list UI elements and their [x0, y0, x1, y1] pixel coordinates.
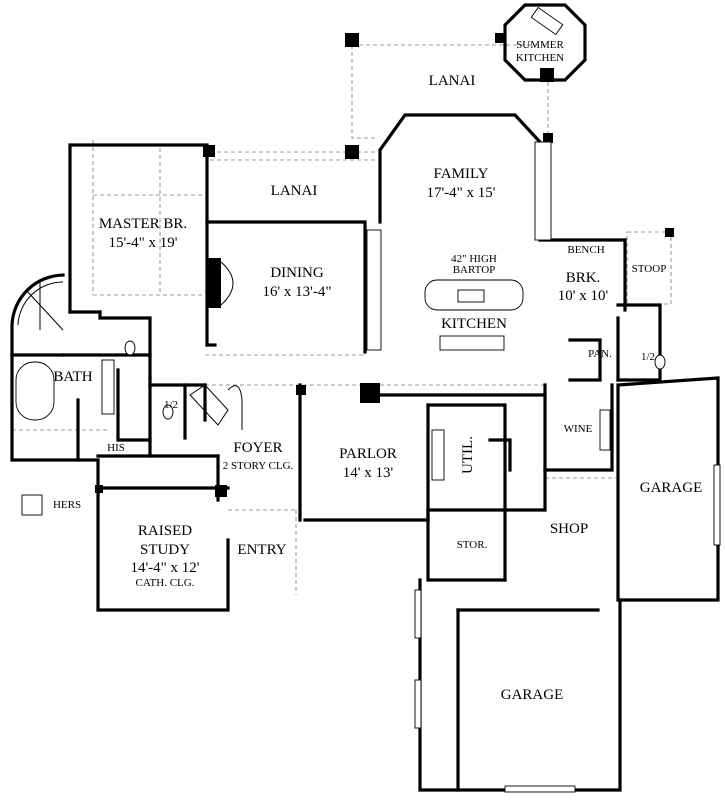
pantry-label: PAN. [588, 348, 612, 360]
hers-closet-label: HERS [53, 499, 81, 511]
foyer-label: FOYER [233, 440, 282, 456]
bath-label: BATH [53, 369, 92, 385]
lanai-top-label: LANAI [429, 73, 476, 89]
bay-window [10, 273, 65, 357]
dining-dimensions: 16' x 13'-4" [262, 284, 331, 300]
posts [95, 33, 674, 497]
parlor-dimensions: 14' x 13' [343, 465, 394, 481]
bartop-label-2: BARTOP [453, 264, 496, 276]
fixtures [15, 141, 721, 793]
shop-label: SHOP [550, 521, 588, 537]
wine-label: WINE [564, 423, 593, 435]
bench-label: BENCH [567, 244, 604, 256]
breakfast-dimensions: 10' x 10' [558, 288, 609, 304]
summer-kitchen-label-2: KITCHEN [516, 52, 564, 64]
family-dimensions: 17'-4" x 15' [426, 185, 495, 201]
half-bath-left-label: 1/2 [164, 399, 178, 411]
family-label: FAMILY [434, 166, 489, 182]
master-bedroom-dimensions: 15'-4" x 19' [108, 235, 177, 251]
room-labels: LANAI SUMMER KITCHEN FAMILY 17'-4" x 15'… [53, 39, 702, 703]
walls [10, 113, 720, 792]
breakfast-label: BRK. [566, 270, 601, 286]
study-dimensions: 14'-4" x 12' [130, 560, 199, 576]
bartop-label-1: 42" HIGH [451, 253, 497, 265]
utility-label: UTIL. [460, 436, 476, 474]
study-label-1: RAISED [138, 523, 192, 539]
dining-label: DINING [270, 265, 323, 281]
study-ceiling-note: CATH. CLG. [136, 577, 195, 589]
garage-right-label: GARAGE [640, 480, 703, 496]
storage-label: STOR. [457, 539, 488, 551]
half-bath-right-label: 1/2 [641, 351, 655, 363]
parlor-label: PARLOR [339, 446, 397, 462]
master-bedroom-label: MASTER BR. [99, 216, 187, 232]
summer-kitchen-label-1: SUMMER [516, 39, 564, 51]
entry-label: ENTRY [237, 542, 286, 558]
his-closet-label: HIS [107, 442, 125, 454]
garage-bottom-label: GARAGE [501, 687, 564, 703]
kitchen-label: KITCHEN [441, 316, 507, 332]
study-label-2: STUDY [140, 542, 190, 558]
stoop-label: STOOP [632, 263, 667, 275]
foyer-ceiling-note: 2 STORY CLG. [223, 460, 294, 472]
lanai-mid-label: LANAI [271, 183, 318, 199]
lanai-outlines [12, 44, 672, 595]
